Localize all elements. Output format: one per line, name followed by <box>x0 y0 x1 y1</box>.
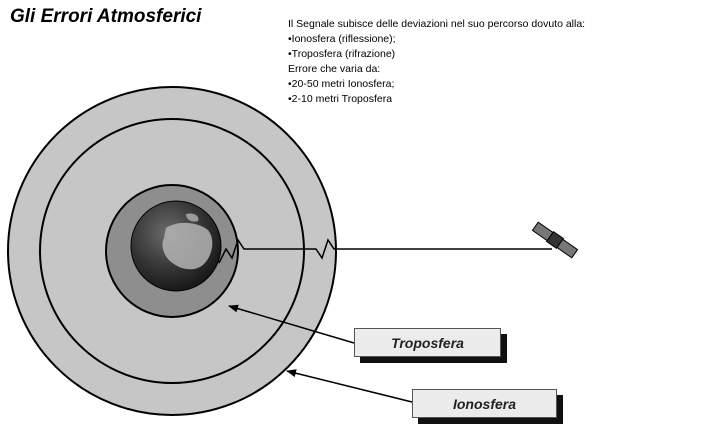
earth-continent <box>162 222 213 270</box>
satellite-icon <box>531 221 579 259</box>
description-text: Il Segnale subisce delle deviazioni nel … <box>288 17 708 107</box>
earth-continent-detail <box>186 213 199 222</box>
ionosphere-inner-ring <box>39 118 305 384</box>
ionosphere-label: Ionosfera <box>412 389 557 418</box>
ionosphere-arrow <box>286 369 413 403</box>
description-line: •Troposfera (rifrazione) <box>288 48 396 60</box>
description-line: •Ionosfera (riflessione); <box>288 33 396 45</box>
signal-path <box>218 238 552 264</box>
troposphere-label: Troposfera <box>354 328 501 357</box>
page-title: Gli Errori Atmosferici <box>10 6 202 27</box>
description-line: Il Segnale subisce delle deviazioni nel … <box>288 18 586 30</box>
description-line: Errore che varia da: <box>288 63 381 75</box>
description-line: •20-50 metri Ionosfera; <box>288 78 395 90</box>
troposphere-arrow <box>228 304 355 344</box>
description-line: •2-10 metri Troposfera <box>288 93 393 105</box>
